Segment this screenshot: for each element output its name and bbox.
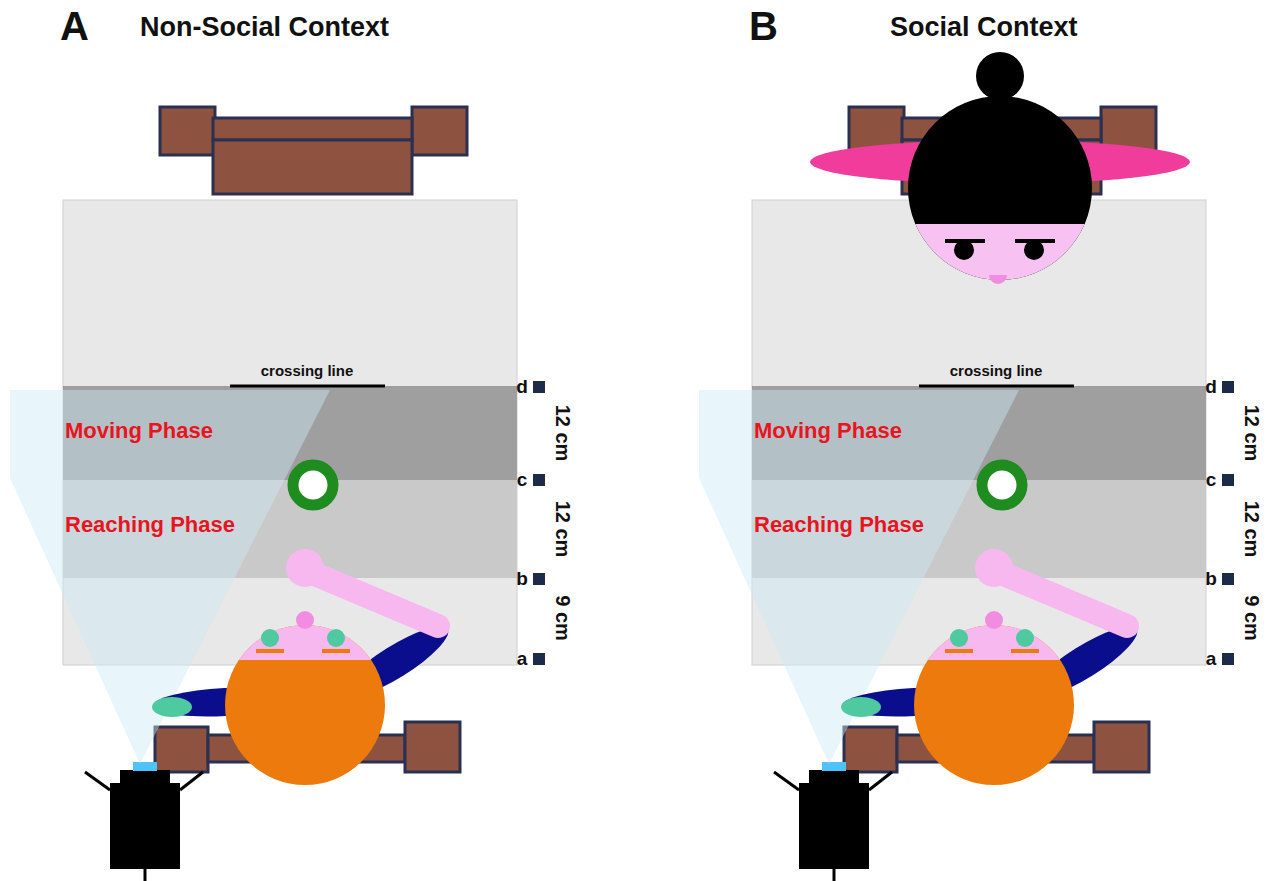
phase-label: Reaching Phase — [754, 512, 924, 538]
marker-letter: b — [1205, 568, 1217, 590]
dimension: 12 cm — [1240, 405, 1263, 462]
line-label: crossing line — [261, 362, 354, 379]
phase-label: Reaching Phase — [65, 512, 235, 538]
panel-title: Non-Social Context — [140, 12, 389, 43]
panel-letter: A — [60, 4, 89, 49]
dimension: 12 cm — [551, 501, 574, 558]
marker-letter: d — [516, 376, 528, 398]
dimension: 9 cm — [551, 595, 574, 641]
partner-figure — [810, 52, 1190, 284]
line-label: crossing line — [950, 362, 1043, 379]
phase-band: Moving Phase — [752, 388, 1206, 480]
phase-label: Moving Phase — [754, 418, 902, 444]
marker-letter: d — [1205, 376, 1217, 398]
dimension: 12 cm — [551, 405, 574, 462]
phase-band: Reaching Phase — [63, 480, 517, 578]
dimension: 12 cm — [1240, 501, 1263, 558]
phase-band: Reaching Phase — [752, 480, 1206, 578]
marker-letter: a — [517, 648, 528, 670]
phase-label: Moving Phase — [65, 418, 213, 444]
marker-letter: c — [517, 469, 528, 491]
marker-letter: b — [516, 568, 528, 590]
panel-letter: B — [749, 4, 778, 49]
marker-letter: a — [1206, 648, 1217, 670]
dimension: 9 cm — [1240, 595, 1263, 641]
panel-title: Social Context — [890, 12, 1078, 43]
marker-letter: c — [1206, 469, 1217, 491]
phase-band: Moving Phase — [63, 388, 517, 480]
